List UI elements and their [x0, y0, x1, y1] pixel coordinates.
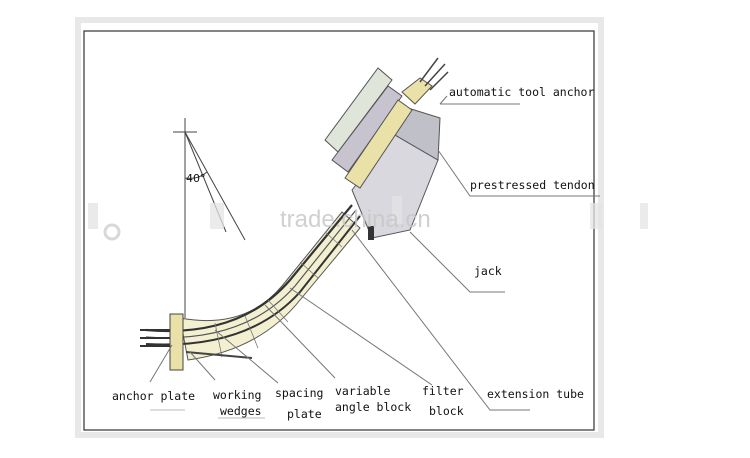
anchor-plate-shape: [140, 313, 253, 371]
label-working-line2: wedges: [220, 404, 262, 418]
label-prestressed-tendon: prestressed tendon: [470, 178, 595, 192]
tool-anchor-shape: [324, 57, 449, 189]
label-variable-line1: variable: [335, 384, 390, 398]
inner-frame: [83, 30, 595, 431]
label-extension-tube: extension tube: [487, 387, 584, 401]
label-variable-line2: angle block: [335, 400, 411, 414]
label-spacing-line1: spacing: [275, 386, 323, 400]
angle-reference: [173, 118, 246, 318]
label-spacing-line2: plate: [287, 407, 322, 421]
label-jack: jack: [474, 264, 502, 278]
watermark-band: [88, 196, 648, 241]
label-anchor-plate: anchor plate: [112, 389, 195, 403]
label-working-line1: working: [213, 388, 261, 402]
label-automatic-tool-anchor: automatic tool anchor: [449, 85, 594, 99]
label-filter-line2: block: [429, 404, 464, 418]
label-filter-line1: filter: [422, 384, 464, 398]
angle-label: 40°: [186, 172, 206, 185]
leader-lines: [149, 95, 600, 419]
watermark-text: trade.china.cn: [280, 206, 431, 233]
